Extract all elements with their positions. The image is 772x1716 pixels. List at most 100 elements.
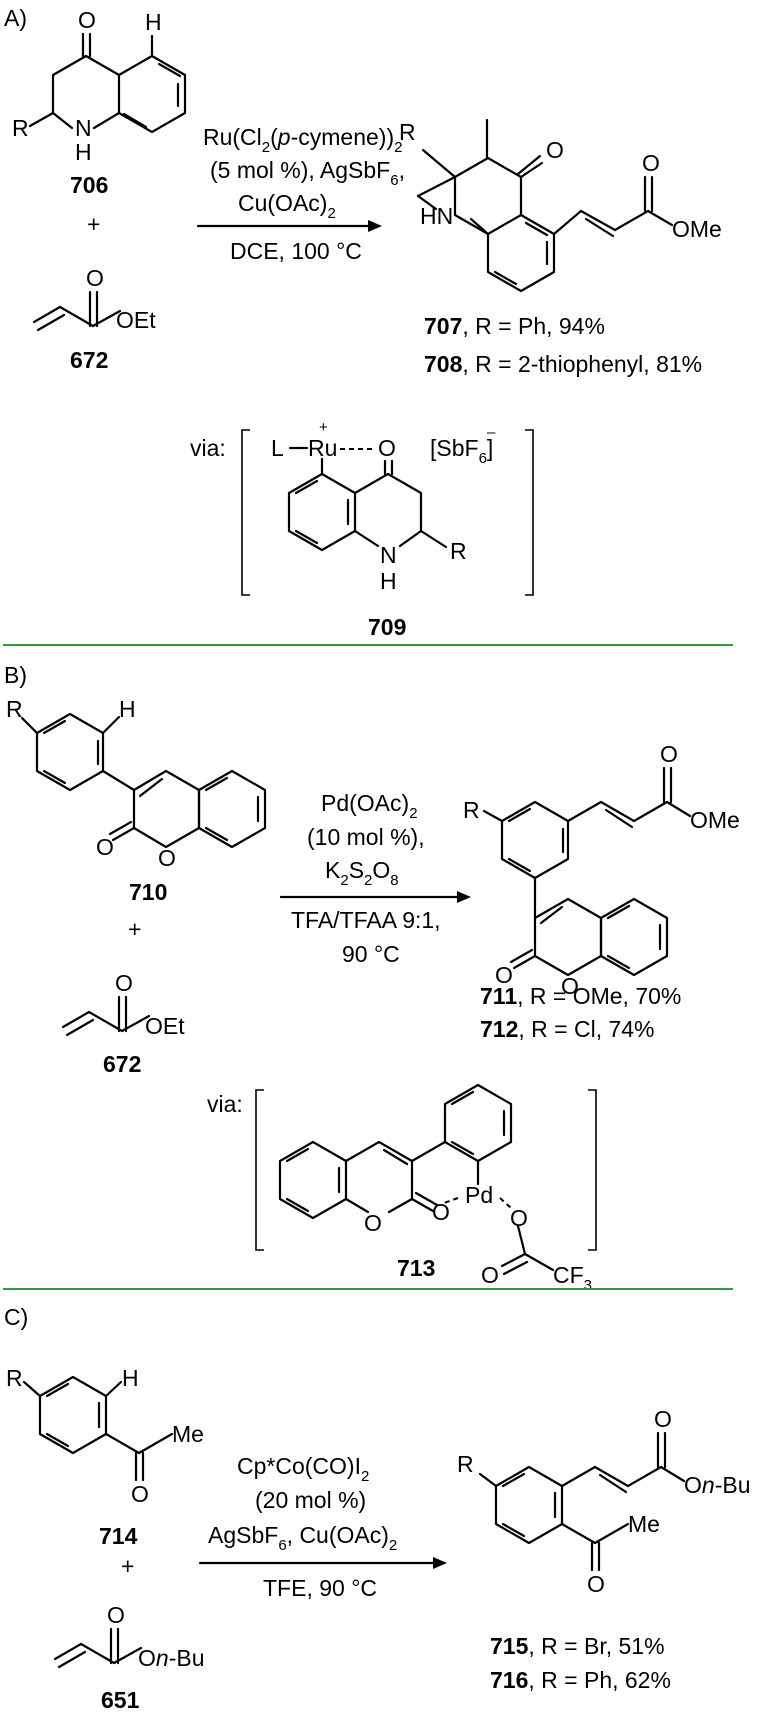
catalyst-ru: Ru(Cl2(p-cymene))2	[203, 124, 402, 156]
methoxy-product-a: OMe	[672, 216, 722, 242]
compound-number-672-a: 672	[70, 347, 108, 373]
ring-o-710: O	[158, 845, 176, 871]
conditions-c: Cp*Co(CO)I2 (20 mol %) AgSbF6, Cu(OAc)2 …	[198, 1453, 447, 1601]
product-711-712: R O OMe O O	[463, 741, 740, 999]
aryl-h-706: H	[145, 9, 162, 35]
result-712: 712, R = Cl, 74%	[480, 1016, 655, 1042]
additives-c: AgSbF6, Cu(OAc)2	[208, 1522, 397, 1554]
arrow-head-b	[457, 891, 471, 903]
carboxylate-o-713: O	[510, 1205, 528, 1231]
intermediate-709: via: L Ru + O [SbF6] – N H R 709	[190, 419, 534, 640]
product-715-716: R O On-Bu Me O	[457, 1406, 750, 1597]
acetyl-o-product-c: O	[587, 1571, 605, 1597]
acrylate-651: O On-Bu 651	[53, 1602, 204, 1713]
r-group-product-b: R	[463, 797, 480, 823]
trifluoromethyl: CF3	[553, 1262, 592, 1294]
ester-o-651: O	[107, 1602, 125, 1628]
product-707-708: R HN O O OMe	[399, 118, 722, 293]
compound-number-706: 706	[70, 172, 108, 198]
ester-o-672-b: O	[115, 970, 133, 996]
via-label-b: via:	[207, 1091, 243, 1117]
substrate-706: O H R N H 706	[12, 7, 187, 198]
coordinated-o-713: O	[432, 1199, 450, 1225]
r-group-714: R	[6, 1365, 23, 1391]
acrylate-672-a: O OEt 672	[32, 265, 156, 373]
aryl-h-710: H	[119, 696, 136, 722]
panel-b: B) R H O O 710 +	[4, 662, 740, 1294]
r-group-710: R	[6, 696, 23, 722]
ruthenium: Ru	[308, 435, 337, 461]
acetyl-me-product-c: Me	[628, 1511, 660, 1537]
additive-agsbf6: (5 mol %), AgSbF6,	[210, 157, 405, 189]
panel-label-b: B)	[4, 662, 27, 688]
ring-o-product-b: O	[561, 973, 579, 999]
ring-h-709: H	[380, 568, 397, 594]
result-707: 707, R = Ph, 94%	[424, 313, 605, 339]
conditions-a: Ru(Cl2(p-cymene))2 (5 mol %), AgSbF6, Cu…	[196, 124, 405, 264]
r-group-706: R	[12, 115, 29, 141]
ethoxy-672-b: OEt	[145, 1013, 185, 1039]
intermediate-713: via: O O Pd O	[207, 1083, 597, 1294]
compound-number-651: 651	[101, 1687, 140, 1713]
via-label-a: via:	[190, 435, 226, 461]
ligand-l: L	[271, 435, 284, 461]
oxidant-k2s2o8: K2S2O8	[325, 857, 399, 889]
panel-c: C) R H Me O 714 + O	[4, 1304, 750, 1713]
solvent-temp-a: DCE, 100 °C	[230, 238, 362, 264]
palladium: Pd	[465, 1182, 493, 1208]
result-715: 715, R = Br, 51%	[490, 1633, 665, 1659]
substrate-714: R H Me O 714	[6, 1365, 204, 1549]
butoxy-product-c: On-Bu	[684, 1472, 750, 1498]
coordinated-o: O	[378, 435, 396, 461]
substrate-710: R H O O 710	[6, 696, 267, 905]
oxidant-cuoac2: Cu(OAc)2	[238, 190, 336, 222]
conditions-b: Pd(OAc)2 (10 mol %), K2S2O8 TFA/TFAA 9:1…	[279, 790, 471, 967]
r-group-product-c: R	[457, 1451, 474, 1477]
ethoxy-672-a: OEt	[116, 307, 156, 333]
r-group-709: R	[450, 538, 467, 564]
arrow-head-c	[433, 1557, 447, 1569]
lactone-co-product-b: O	[495, 962, 513, 988]
r-group-product-a: R	[399, 119, 416, 145]
solvent-b: TFA/TFAA 9:1,	[291, 907, 441, 933]
amine-n-706: N	[75, 115, 92, 141]
compound-number-713: 713	[397, 1255, 435, 1281]
amine-hn-product-a: HN	[420, 203, 453, 229]
arrow-head-a	[368, 220, 382, 232]
compound-number-710: 710	[129, 879, 167, 905]
ring-o-713: O	[364, 1210, 382, 1236]
carbonyl-o-713: O	[481, 1262, 499, 1288]
acrylate-672-b: O OEt 672	[61, 970, 185, 1077]
methoxy-product-b: OMe	[690, 807, 740, 833]
plus-sign-a: +	[87, 211, 100, 237]
catalyst-co: Cp*Co(CO)I2	[237, 1453, 369, 1485]
temperature-b: 90 °C	[342, 941, 400, 967]
panel-label-a: A)	[4, 5, 27, 31]
lactone-co-710: O	[96, 834, 114, 860]
compound-number-714: 714	[99, 1523, 138, 1549]
panel-label-c: C)	[4, 1304, 28, 1330]
panel-a: A) O H R N H 706 +	[4, 5, 722, 640]
result-716: 716, R = Ph, 62%	[490, 1667, 671, 1693]
compound-number-672-b: 672	[103, 1051, 141, 1077]
ester-o-product-b: O	[660, 741, 678, 767]
solvent-temp-c: TFE, 90 °C	[263, 1575, 377, 1601]
carbonyl-o-706: O	[78, 7, 96, 33]
aryl-h-714: H	[122, 1365, 139, 1391]
counterion-sbf6: [SbF6]	[430, 435, 493, 467]
result-711: 711, R = OMe, 70%	[480, 983, 681, 1009]
ring-n-709: N	[380, 542, 397, 568]
butoxy-651: On-Bu	[138, 1645, 204, 1671]
plus-sign-b: +	[128, 916, 141, 942]
catalyst-loading-b: (10 mol %),	[307, 824, 425, 850]
amine-h-706: H	[75, 139, 92, 165]
result-708: 708, R = 2-thiophenyl, 81%	[424, 351, 702, 377]
ester-o-product-c: O	[654, 1406, 672, 1432]
catalyst-pd: Pd(OAc)2	[321, 790, 418, 822]
acetyl-o-714: O	[131, 1481, 149, 1507]
catalyst-loading-c: (20 mol %)	[255, 1487, 366, 1513]
ketone-o-product-a: O	[546, 137, 564, 163]
acetyl-me-714: Me	[172, 1421, 204, 1447]
cation-charge: +	[319, 419, 328, 436]
